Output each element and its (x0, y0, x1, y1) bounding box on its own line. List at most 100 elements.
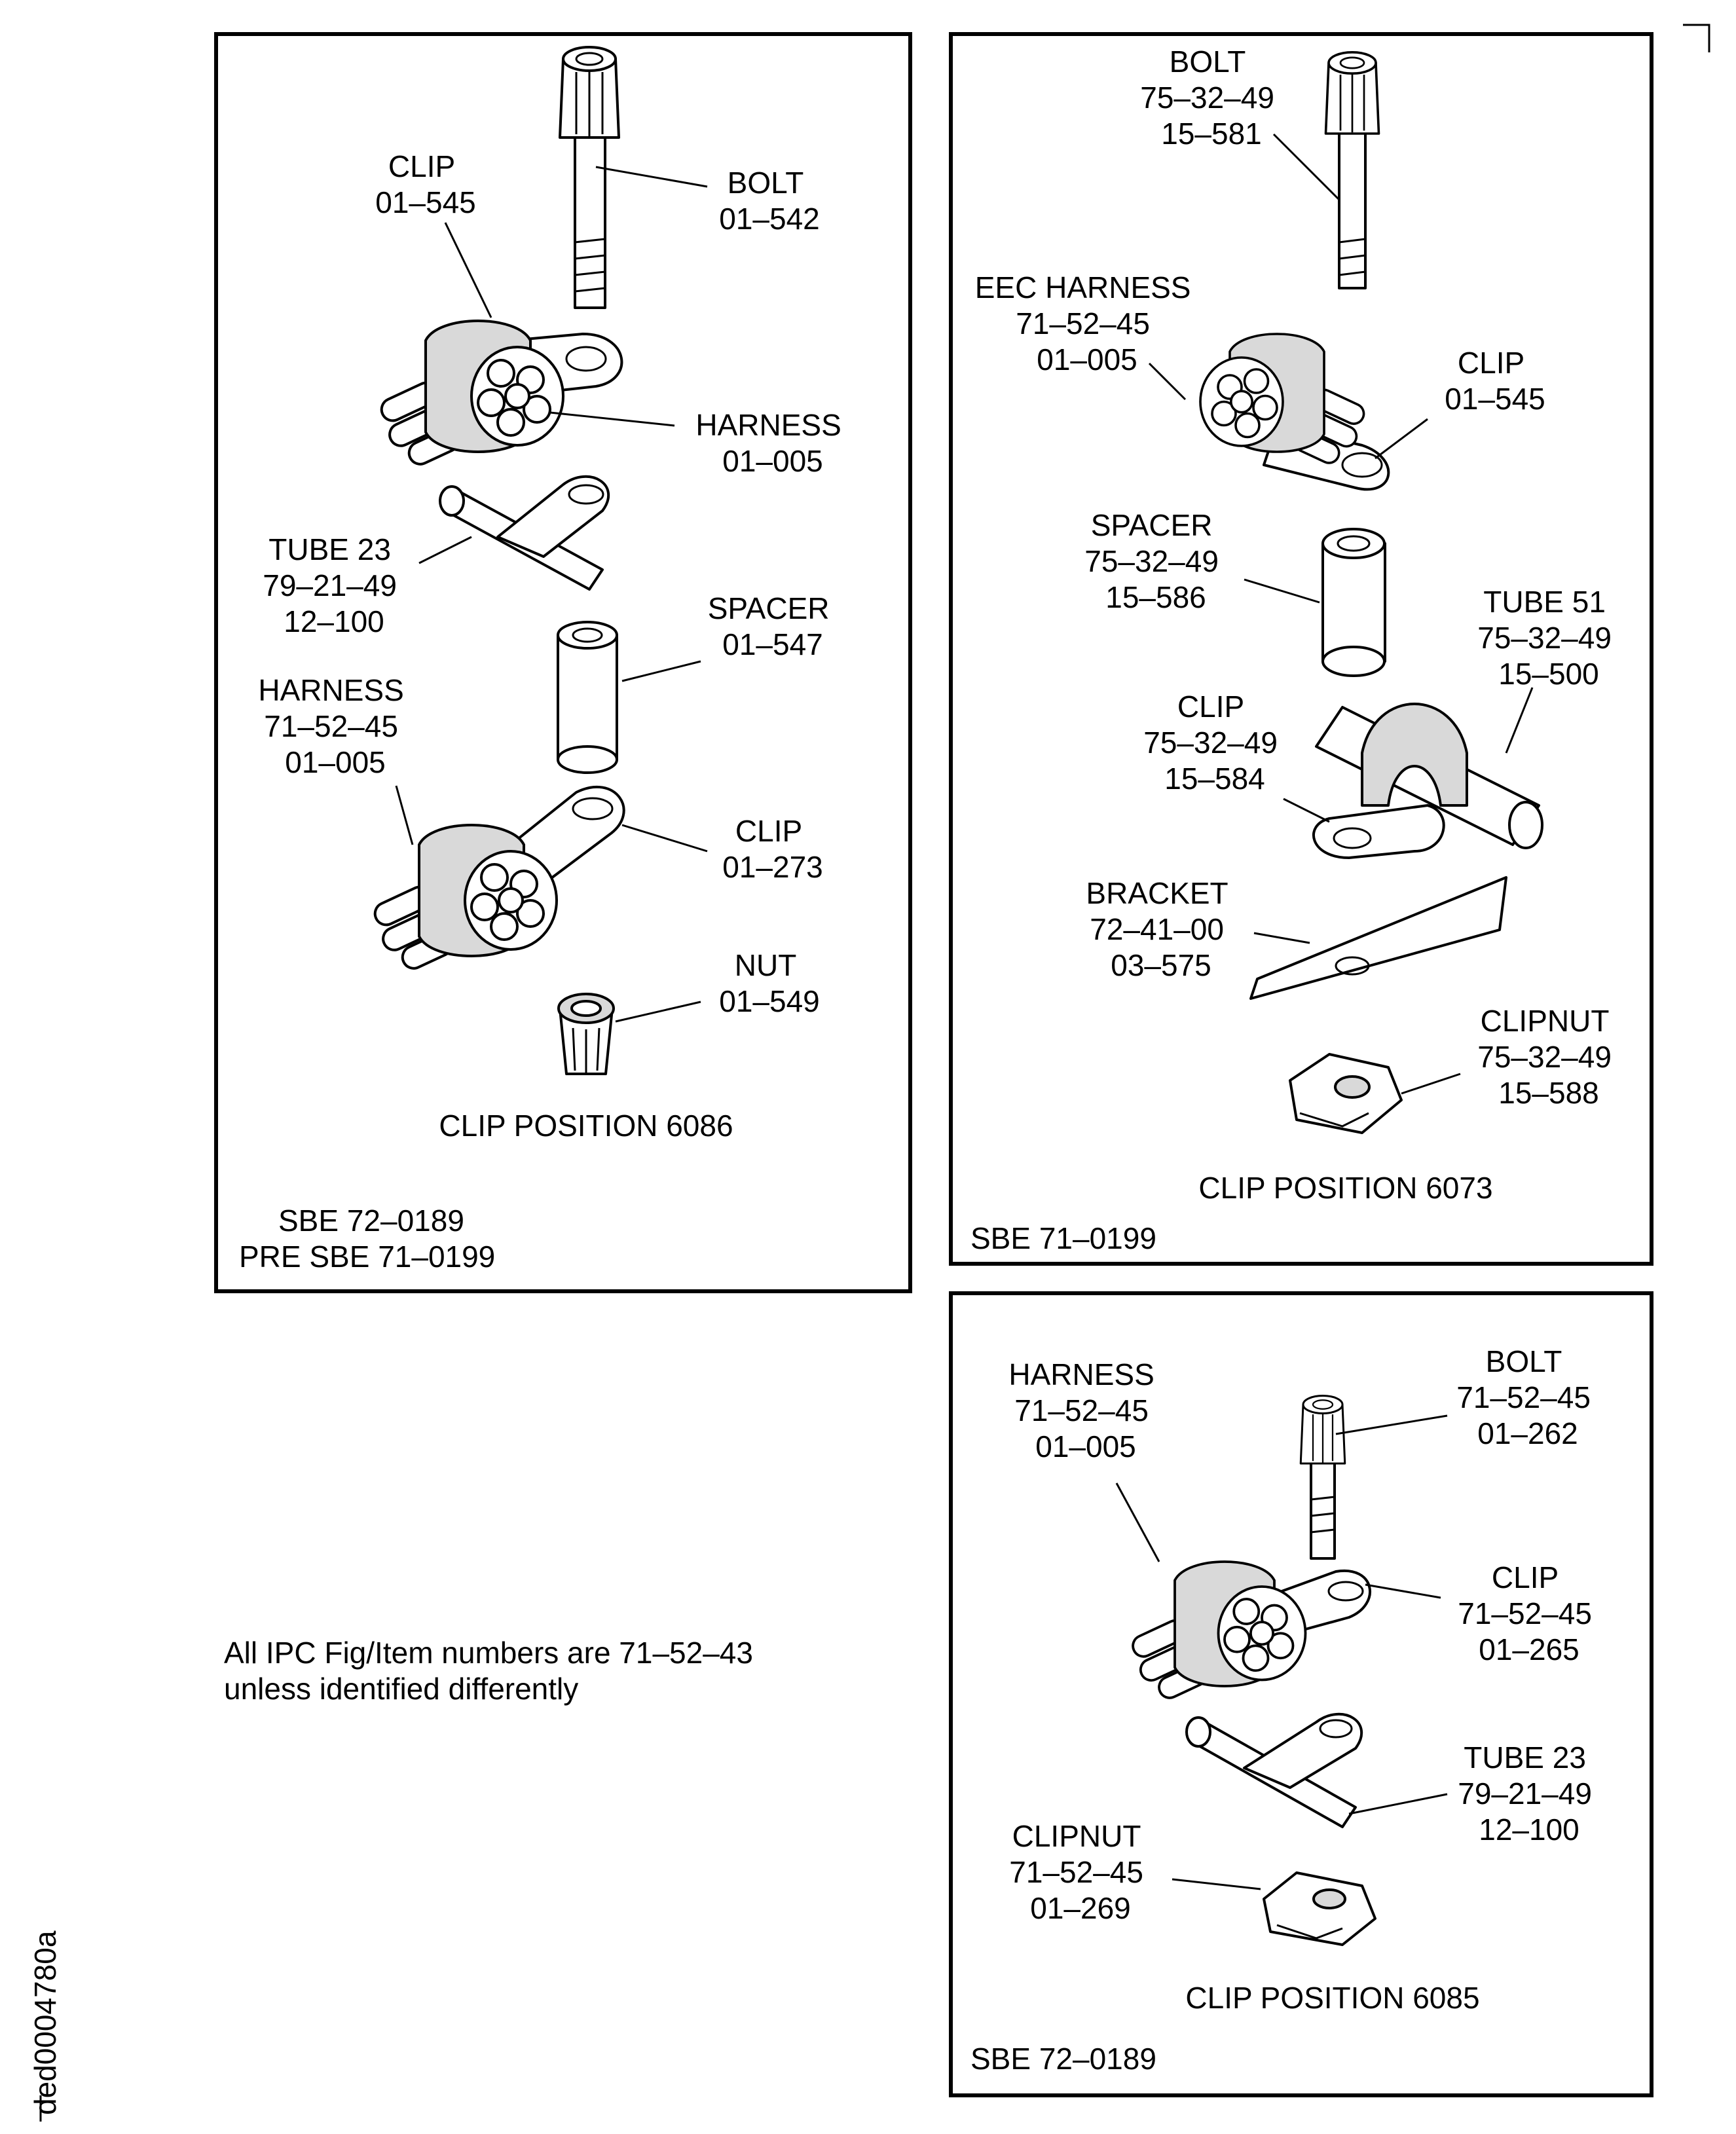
tube-51-clip-illustration (1312, 703, 1543, 859)
label-line: 79–21–49 (263, 568, 397, 602)
label-line: CLIPNUT (1012, 1819, 1141, 1853)
label-line: 01–547 (722, 627, 823, 661)
label-tube-23: TUBE 23 79–21–49 12–100 (1458, 1740, 1600, 1847)
label-line: 71–52–45 (1458, 1596, 1592, 1630)
label-line: 71–52–45 (1009, 1855, 1143, 1889)
label-clip-01-273: CLIP 01–273 (722, 814, 823, 884)
label-line: 01–269 (1030, 1891, 1131, 1925)
label-line: 01–005 (285, 745, 386, 779)
label-line: 15–586 (1105, 580, 1206, 614)
label-line: NUT (735, 948, 796, 982)
label-line: 75–32–49 (1477, 1040, 1612, 1074)
spacer-01-547-illustration (557, 621, 618, 774)
figure-id: ded0004780a (28, 1930, 62, 2115)
label-harness-71-52-45: HARNESS 71–52–45 01–005 (258, 673, 412, 779)
bracket-03-575-illustration (1249, 876, 1507, 1000)
tube-23-clip-illustration (1185, 1712, 1363, 1828)
label-line: 15–500 (1498, 657, 1599, 691)
label-line: HARNESS (695, 408, 841, 442)
label-line: TUBE 51 (1483, 585, 1606, 619)
label-line: CLIP (1177, 690, 1244, 724)
label-clip-01-545: CLIP 01–545 (1445, 346, 1545, 416)
label-line: CLIP (1492, 1560, 1558, 1594)
label-line: EEC HARNESS (975, 270, 1191, 304)
note-line: All IPC Fig/Item numbers are 71–52–43 (224, 1636, 753, 1670)
label-line: 15–581 (1161, 117, 1262, 151)
label-line: 01–005 (1035, 1429, 1136, 1463)
label-line: 01–549 (719, 984, 820, 1018)
label-line: TUBE 23 (1464, 1740, 1586, 1775)
label-line: TUBE 23 (268, 532, 391, 566)
label-line: CLIP (735, 814, 802, 848)
label-line: HARNESS (258, 673, 403, 707)
label-clipnut-01-269: CLIPNUT 71–52–45 01–269 (1009, 1819, 1151, 1925)
label-line: 71–52–45 (1014, 1393, 1149, 1427)
label-line: SPACER (1091, 508, 1213, 542)
nut-01-549-illustration (557, 993, 615, 1075)
label-clip-15-584: CLIP 75–32–49 15–584 (1143, 690, 1285, 796)
label-line: CLIP (1458, 346, 1524, 380)
label-clip-01-545: CLIP 01–545 (375, 149, 476, 219)
clipnut-01-269-illustration (1263, 1871, 1376, 1946)
caption-clip-position-6085: CLIP POSITION 6085 (1185, 1981, 1479, 2015)
label-line: BRACKET (1086, 876, 1228, 910)
label-line: 71–52–45 (1016, 306, 1150, 340)
label-line: 79–21–49 (1458, 1776, 1592, 1811)
label-line: 71–52–45 (1456, 1380, 1591, 1414)
bolt-01-262-illustration (1299, 1395, 1346, 1560)
label-line: 01–545 (1445, 382, 1545, 416)
note-line: unless identified differently (224, 1672, 578, 1706)
panel-clip-position-6073: BOLT 75–32–49 15–581 EEC HARNESS 71–52–4… (949, 32, 1653, 1266)
label-line: 01–265 (1479, 1632, 1579, 1666)
sbe-reference: SBE 71–0199 (970, 1221, 1156, 1255)
label-spacer-15-586: SPACER 75–32–49 15–586 (1084, 508, 1227, 614)
label-clip-01-265: CLIP 71–52–45 01–265 (1458, 1560, 1600, 1666)
label-line: 75–32–49 (1477, 621, 1612, 655)
panel-clip-position-6086: CLIP 01–545 BOLT 01–542 HARNESS 01–005 T… (214, 32, 912, 1293)
label-bolt-15-581: BOLT 75–32–49 15–581 (1140, 45, 1282, 151)
label-line: 75–32–49 (1140, 81, 1274, 115)
label-line: 01–542 (719, 202, 820, 236)
label-spacer-01-547: SPACER 01–547 (708, 591, 838, 661)
label-bolt-01-542: BOLT 01–542 (719, 166, 820, 236)
label-clipnut-15-588: CLIPNUT 75–32–49 15–588 (1477, 1004, 1619, 1110)
label-line: 72–41–00 (1090, 912, 1224, 946)
caption-clip-position-6073: CLIP POSITION 6073 (1198, 1171, 1492, 1205)
tube-23-clip-illustration (439, 475, 610, 591)
label-line: 15–584 (1164, 762, 1265, 796)
label-line: 01–273 (722, 850, 823, 884)
harness-clip-01-545-illustration (377, 320, 623, 469)
label-tube-23: TUBE 23 79–21–49 12–100 (263, 532, 405, 638)
label-line: 71–52–45 (264, 709, 398, 743)
clipnut-15-588-illustration (1289, 1053, 1403, 1134)
ipc-note: All IPC Fig/Item numbers are 71–52–43 un… (224, 1636, 762, 1706)
label-line: 01–545 (375, 185, 476, 219)
label-line: BOLT (1170, 45, 1246, 79)
label-bolt-01-262: BOLT 71–52–45 01–262 (1456, 1344, 1598, 1450)
harness-clip-01-265-illustration (1128, 1560, 1372, 1703)
harness-clip-01-273-illustration (370, 785, 625, 974)
label-line: HARNESS (1008, 1357, 1154, 1391)
label-line: SPACER (708, 591, 830, 625)
label-line: SBE 72–0189 (278, 1204, 464, 1238)
panel-clip-position-6085: HARNESS 71–52–45 01–005 BOLT 71–52–45 01… (949, 1291, 1653, 2097)
caption-clip-position-6086: CLIP POSITION 6086 (439, 1109, 733, 1143)
label-line: PRE SBE 71–0199 (239, 1240, 495, 1274)
label-line: 01–005 (722, 444, 823, 478)
label-line: 01–262 (1477, 1416, 1578, 1450)
label-line: BOLT (728, 166, 804, 200)
eec-harness-clip-illustration (1199, 333, 1390, 491)
label-line: CLIP (388, 149, 454, 183)
sbe-reference: SBE 72–0189 (970, 2042, 1156, 2076)
label-line: 15–588 (1498, 1076, 1599, 1110)
sbe-reference: SBE 72–0189 PRE SBE 71–0199 (239, 1204, 495, 1274)
label-harness-01-005: HARNESS 71–52–45 01–005 (1008, 1357, 1162, 1463)
label-tube-51: TUBE 51 75–32–49 15–500 (1477, 585, 1619, 691)
spacer-15-586-illustration (1321, 528, 1386, 677)
label-bracket-03-575: BRACKET 72–41–00 03–575 (1086, 876, 1236, 982)
label-line: CLIPNUT (1481, 1004, 1610, 1038)
label-line: 75–32–49 (1084, 544, 1219, 578)
label-harness-01-005: HARNESS 01–005 (695, 408, 849, 478)
label-nut-01-549: NUT 01–549 (719, 948, 820, 1018)
